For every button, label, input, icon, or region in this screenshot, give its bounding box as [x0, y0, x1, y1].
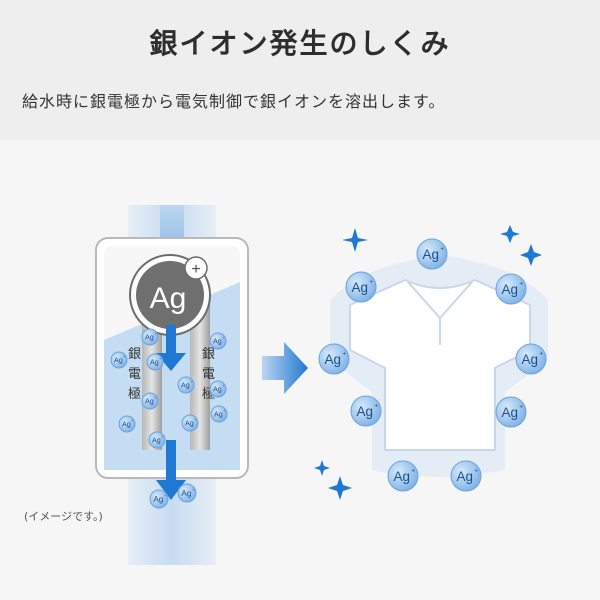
- sparkle-icon: [342, 228, 368, 252]
- ag-ion-plus: +: [440, 245, 444, 252]
- electrode-left-label-3: 極: [128, 386, 141, 402]
- sparkle-icon: [520, 244, 542, 266]
- page-title: 銀イオン発生のしくみ: [149, 27, 451, 60]
- ag-ion-icon: Ag+: [146, 353, 164, 371]
- page-subtitle: 給水時に銀電極から電気制御で銀イオンを溶出します。: [22, 92, 446, 111]
- sparkle-icon: [314, 460, 330, 476]
- ag-ion-plus: +: [474, 467, 478, 474]
- ag-ion-icon: Ag+: [110, 351, 128, 369]
- ag-ion-label: Ag: [214, 410, 223, 419]
- ag-ion-label: Ag: [122, 420, 131, 429]
- ag-ion-label: Ag: [423, 247, 440, 262]
- ag-ion-icon: Ag+: [387, 460, 419, 492]
- electrode-left-label-1: 銀: [128, 347, 141, 362]
- ag-ion-icon: Ag+: [345, 271, 377, 303]
- ag-ion-icon: Ag+: [416, 238, 448, 270]
- ag-ion-icon: Ag+: [181, 414, 199, 432]
- ag-ion-icon: Ag+: [450, 460, 482, 492]
- ag-ion-plus: +: [411, 467, 415, 474]
- ag-ion-label: Ag: [145, 397, 154, 406]
- ag-ion-icon: Ag+: [495, 396, 527, 428]
- ag-ion-label: Ag: [181, 489, 191, 498]
- ag-ion-label: Ag: [213, 337, 222, 346]
- ag-ion-plus: +: [194, 418, 196, 422]
- ag-ion-plus: +: [222, 336, 224, 340]
- ag-ion-icon: Ag+: [177, 483, 197, 503]
- ag-ion-icon: Ag+: [209, 332, 227, 350]
- electrode-right: [190, 300, 210, 450]
- big-ag-plus: +: [191, 261, 200, 278]
- ag-ion-plus: +: [159, 357, 161, 361]
- arrow-down-icon: [156, 440, 186, 500]
- ag-ion-label: Ag: [394, 469, 411, 484]
- ag-ion-label: Ag: [153, 495, 163, 504]
- ag-ion-label: Ag: [325, 352, 342, 367]
- ag-ion-plus: +: [342, 350, 346, 357]
- ag-ion-plus: +: [374, 402, 378, 409]
- ag-ion-icon: Ag+: [141, 392, 159, 410]
- ag-ion-plus: +: [190, 380, 192, 384]
- ag-ion-icon: Ag+: [148, 431, 166, 449]
- ag-ion-label: Ag: [502, 405, 519, 420]
- ag-ion-icon: Ag+: [118, 415, 136, 433]
- ag-ion-plus: +: [222, 384, 224, 388]
- big-ag-ion: Ag +: [129, 254, 211, 336]
- ag-ion-plus: +: [164, 493, 167, 498]
- ag-ion-icon: Ag+: [141, 328, 159, 346]
- ag-ion-label: Ag: [522, 352, 539, 367]
- ag-ion-plus: +: [519, 280, 523, 287]
- ag-ion-icon: Ag+: [350, 395, 382, 427]
- ag-ion-plus: +: [369, 278, 373, 285]
- ag-ion-icon: Ag+: [210, 405, 228, 423]
- electrode-left-label-2: 電: [128, 367, 141, 382]
- ag-ion-plus: +: [123, 355, 125, 359]
- ag-ion-label: Ag: [114, 356, 123, 365]
- ag-ion-label: Ag: [181, 381, 190, 390]
- ag-ion-label: Ag: [152, 436, 161, 445]
- sparkle-icon: [328, 476, 352, 500]
- ag-ion-plus: +: [223, 409, 225, 413]
- ag-ion-icon: Ag+: [149, 489, 169, 509]
- ag-ion-icon: Ag+: [515, 343, 547, 375]
- ag-ion-plus: +: [154, 396, 156, 400]
- ag-ion-plus: +: [154, 332, 156, 336]
- ag-ion-plus: +: [192, 487, 195, 492]
- ag-ion-plus: +: [519, 403, 523, 410]
- arrow-down-icon: [156, 325, 186, 371]
- ag-ion-label: Ag: [357, 404, 374, 419]
- shirt-icon: [330, 256, 548, 477]
- ag-ion-icon: Ag+: [209, 380, 227, 398]
- ag-ion-label: Ag: [502, 282, 519, 297]
- electrode-right-label-1: 銀: [202, 347, 215, 362]
- ag-ion-label: Ag: [150, 358, 159, 367]
- image-note: (イメージです。): [24, 510, 103, 523]
- ag-ion-icon: Ag+: [495, 273, 527, 305]
- ag-ion-icon: Ag+: [318, 343, 350, 375]
- ag-ion-plus: +: [161, 435, 163, 439]
- sparkle-icon: [500, 225, 520, 243]
- header: 銀イオン発生のしくみ 給水時に銀電極から電気制御で銀イオンを溶出します。: [0, 0, 600, 140]
- ag-ion-plus: +: [539, 350, 543, 357]
- ag-ion-label: Ag: [457, 469, 474, 484]
- electrode-right-label-2: 電: [202, 367, 215, 382]
- ag-ion-label: Ag: [352, 280, 369, 295]
- ag-ion-label: Ag: [185, 419, 194, 428]
- ag-ion-label: Ag: [145, 333, 154, 342]
- ag-ion-icon: Ag+: [177, 376, 195, 394]
- ag-ion-label: Ag: [213, 385, 222, 394]
- big-ag-label: Ag: [150, 282, 187, 315]
- arrow-right-icon: [262, 342, 308, 394]
- ag-ion-plus: +: [131, 419, 133, 423]
